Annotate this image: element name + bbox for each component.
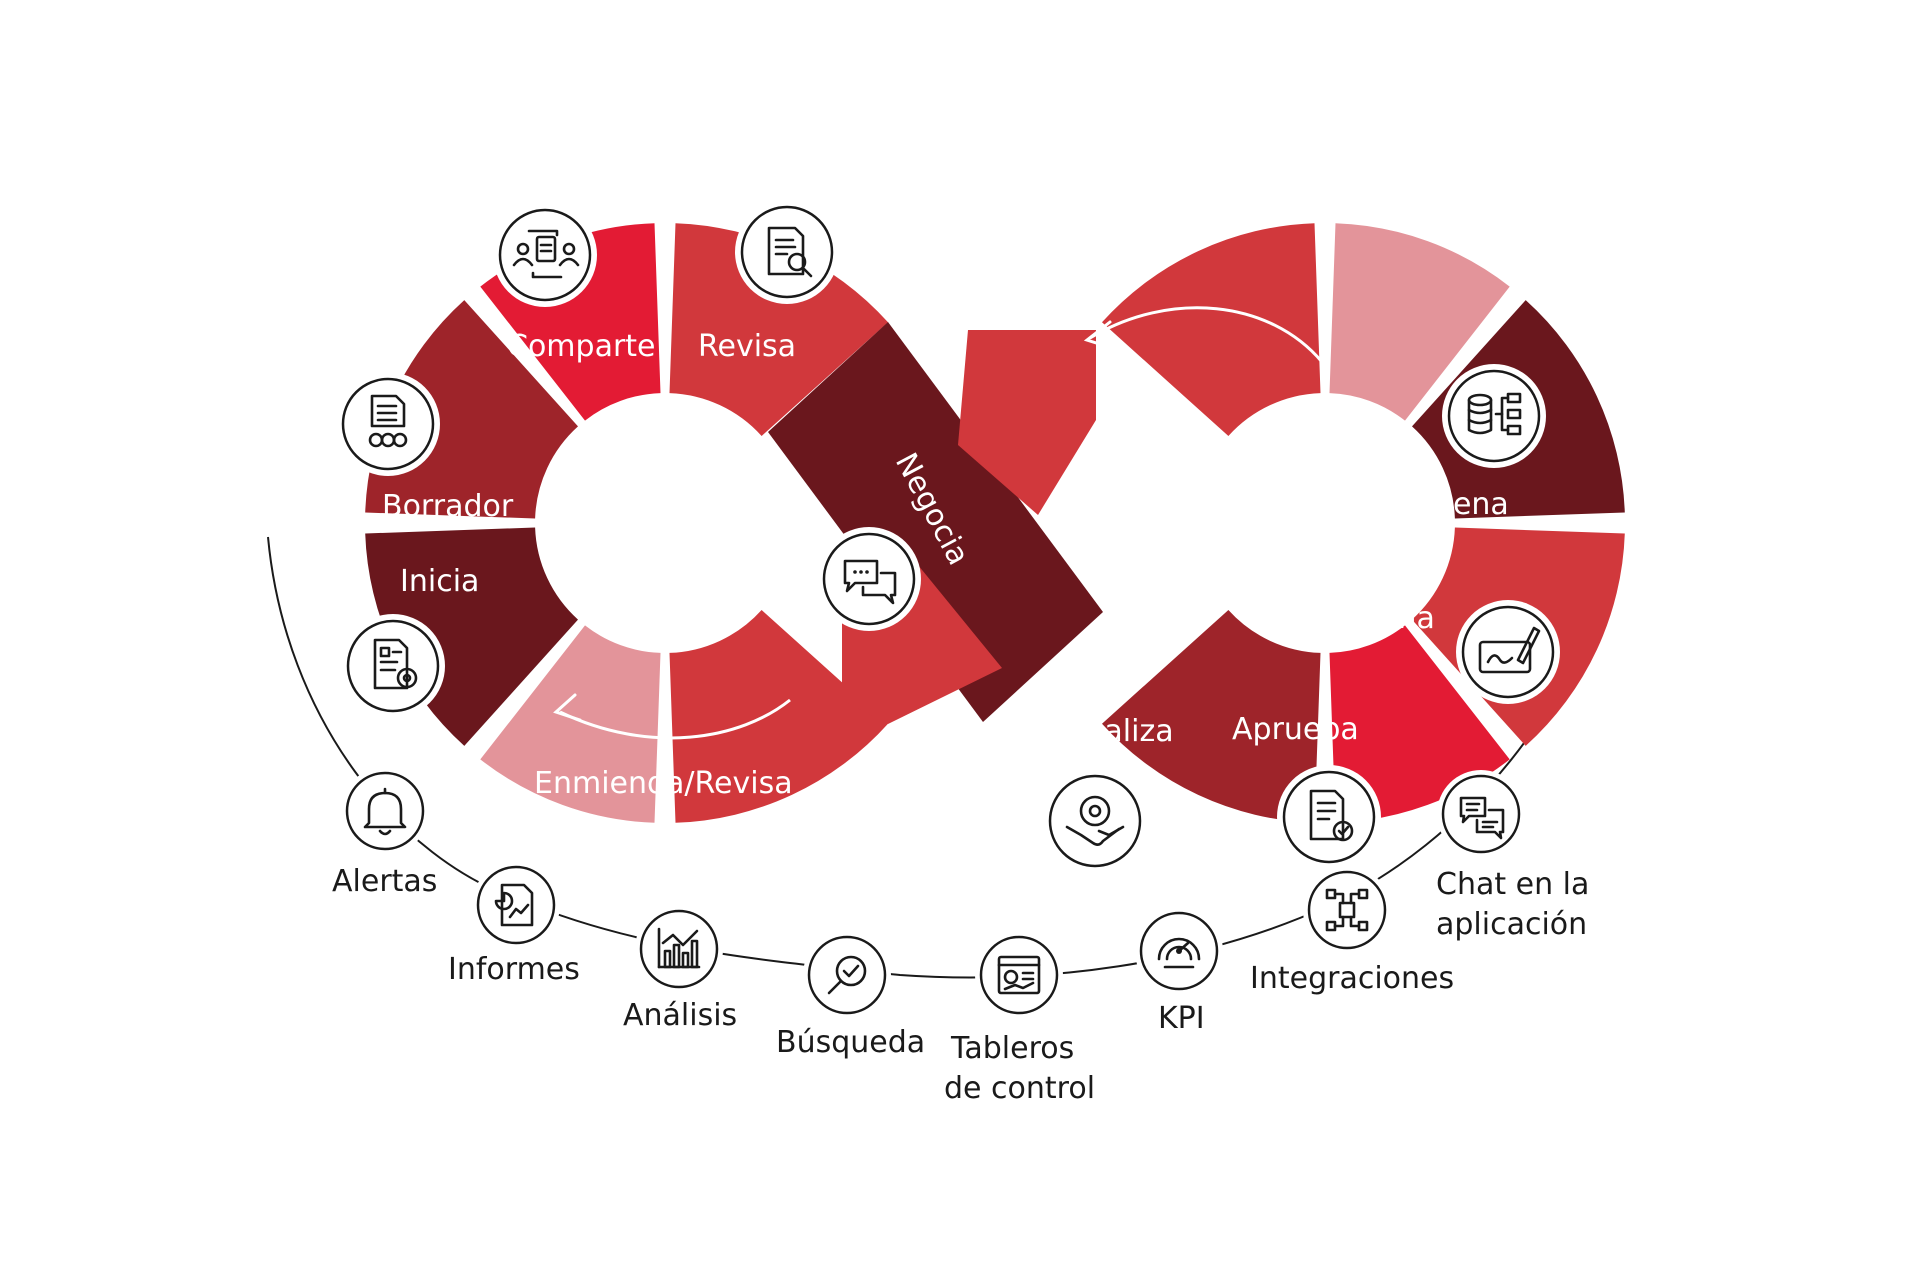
segment-revisa[interactable] — [669, 223, 889, 436]
dashboard-icon[interactable] — [975, 931, 1063, 1019]
label-alertas: Alertas — [332, 864, 437, 899]
label-aprueba: Aprueba — [1232, 712, 1359, 747]
label-firma: Firma — [1352, 601, 1435, 636]
document-settings-icon — [341, 614, 445, 718]
arrow-left-loop — [559, 698, 791, 740]
arrow-right-loop — [1089, 306, 1324, 363]
label-busqueda: Búsqueda — [776, 1025, 925, 1060]
segment-finaliza[interactable] — [1102, 610, 1321, 823]
magnifier-check-icon[interactable] — [803, 931, 891, 1019]
database-tree-icon — [1442, 364, 1546, 468]
signature-pen-icon — [1456, 600, 1560, 704]
label-chat-2: aplicación — [1436, 907, 1587, 942]
bell-icon[interactable] — [341, 767, 429, 855]
segment-enmienda-left[interactable] — [480, 625, 661, 823]
gauge-icon[interactable] — [1135, 907, 1223, 995]
segment-right-upper — [1102, 223, 1321, 436]
arrow-right-loop-head — [1083, 320, 1114, 350]
label-kpi: KPI — [1158, 1001, 1205, 1036]
circuit-integration-icon[interactable] — [1303, 866, 1391, 954]
report-chart-icon[interactable] — [472, 861, 560, 949]
chat-bubbles-icon — [817, 527, 921, 631]
label-revisa: Revisa — [698, 329, 796, 364]
label-inicia: Inicia — [400, 564, 479, 599]
label-analisis: Análisis — [623, 998, 737, 1033]
in-app-chat-icon[interactable] — [1437, 770, 1525, 858]
document-check-icon — [1277, 765, 1381, 869]
label-chat-1: Chat en la — [1436, 867, 1589, 902]
label-borrador: Borrador — [382, 489, 514, 524]
document-search-icon — [735, 200, 839, 304]
label-tableros-1: Tableros — [950, 1031, 1074, 1066]
label-comparte: Comparte — [507, 329, 656, 364]
label-informes: Informes — [448, 952, 580, 987]
handshake-gear-icon — [1043, 769, 1147, 873]
label-tableros-2: de control — [944, 1071, 1095, 1106]
label-integraciones: Integraciones — [1250, 961, 1454, 996]
document-team-icon — [336, 372, 440, 476]
label-almacena: Almacena — [1360, 487, 1509, 522]
label-enmienda: Enmienda/Revisa — [534, 766, 793, 801]
segment-enmienda-right[interactable] — [669, 610, 889, 823]
infinity-loop — [365, 223, 1625, 823]
label-finaliza: Finaliza — [1062, 714, 1174, 749]
document-share-people-icon — [493, 203, 597, 307]
negocia-band[interactable] — [768, 322, 1103, 722]
analytics-chart-icon[interactable] — [635, 905, 723, 993]
cross-band-upper-right — [958, 330, 1096, 515]
arrow-left-loop-head — [553, 693, 582, 722]
segment-right-pink — [1329, 223, 1510, 421]
